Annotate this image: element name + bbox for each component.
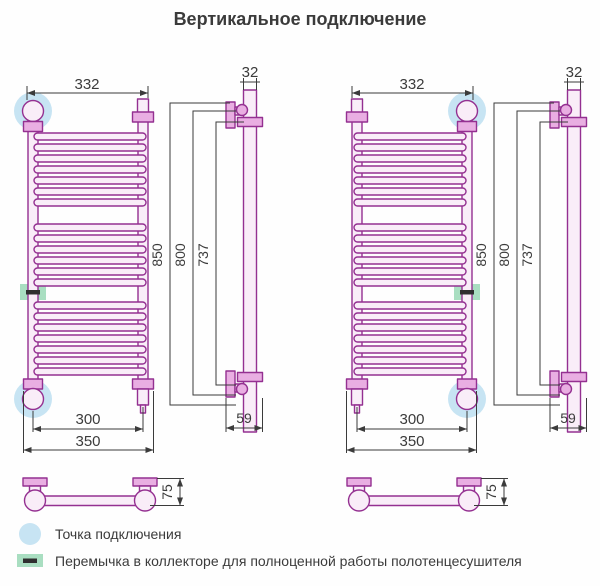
dim-pitch-outer: 350 [399,433,424,450]
dim-height-connections: 800 [496,243,512,267]
legend-jumper-dash [23,558,37,563]
dim-height-overall: 850 [149,243,165,267]
legend-connection-point-swatch [19,523,41,545]
dimensions: 332 32 850 800 737 59 300 350 75 [23,64,263,506]
jumper-dash [26,290,40,295]
jumper-dash [460,290,474,295]
dim-height-mount: 737 [195,243,211,267]
dim-wall-to-valve: 59 [560,410,576,426]
dim-width: 332 [74,76,99,93]
page-title: Вертикальное подключение [174,9,427,29]
legend-jumper-label: Перемычка в коллекторе для полноценной р… [55,553,522,569]
dim-height-connections: 800 [172,243,188,267]
dim-depth: 32 [242,64,259,81]
dim-width: 332 [399,76,424,93]
dimensions: 332 32 850 800 737 59 300 350 75 [346,64,587,506]
dim-height-overall: 850 [473,243,489,267]
dim-wall-to-axis: 75 [159,484,175,500]
legend: Точка подключения Перемычка в коллекторе… [17,523,522,569]
diagram-left-connection: 332 32 850 800 737 59 300 350 75 [14,64,264,512]
dim-pitch-outer: 350 [75,433,100,450]
dim-height-mount: 737 [519,243,535,267]
dim-pitch-connections: 300 [75,411,100,428]
dim-depth: 32 [566,64,583,81]
dim-wall-to-axis: 75 [483,484,499,500]
legend-connection-point-label: Точка подключения [55,526,181,542]
dim-wall-to-valve: 59 [236,410,252,426]
dim-pitch-connections: 300 [399,411,424,428]
diagram-right-connection: 332 32 850 800 737 59 300 350 75 [345,64,588,512]
